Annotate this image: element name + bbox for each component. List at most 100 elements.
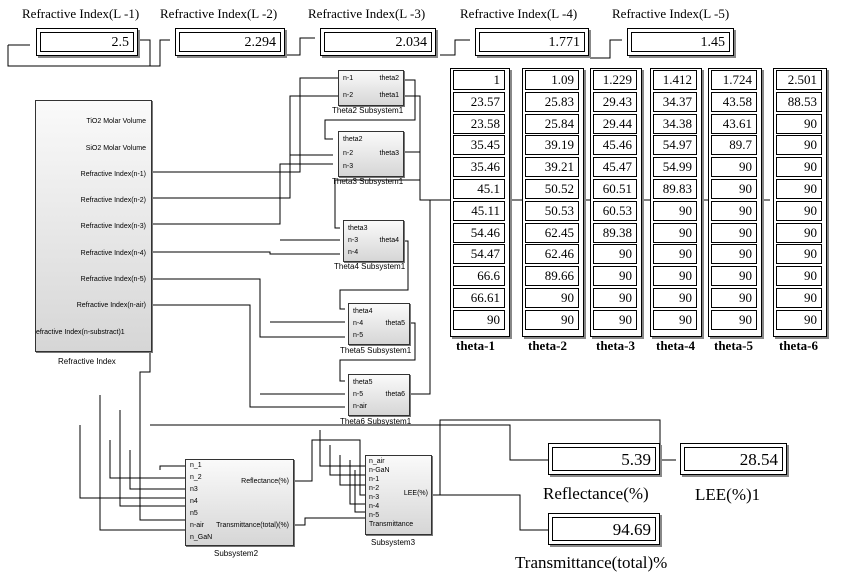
theta-cell: 35.45 <box>453 135 505 156</box>
lee-display: 28.54 <box>680 443 787 475</box>
port-sio2-molar-volume: SiO2 Molar Volume <box>85 145 146 152</box>
theta-cell: 2.501 <box>776 70 822 90</box>
theta-cell: 45.47 <box>593 157 637 178</box>
port-n-air: Refractive Index(n-air) <box>76 302 146 309</box>
port-in: n-1 <box>369 476 380 483</box>
theta-cell: 29.43 <box>593 91 637 112</box>
theta-cell: 62.46 <box>525 244 579 265</box>
theta-cell: 90 <box>593 309 637 330</box>
theta6-caption: Theta6 Subsystem1 <box>340 417 412 426</box>
port-in: theta2 <box>343 136 363 143</box>
reflectance-label: Reflectance(%) <box>543 484 649 503</box>
port-in: theta3 <box>348 225 368 232</box>
reflectance-value: 5.39 <box>552 447 656 471</box>
theta5-caption: Theta5 Subsystem1 <box>340 346 412 355</box>
theta6-subsystem[interactable]: theta5 n-5 n-air theta6 <box>348 374 410 416</box>
port-in: n-air <box>353 403 368 410</box>
theta-cell: 89.7 <box>711 135 757 156</box>
theta-cell: 43.58 <box>711 91 757 112</box>
theta-cell: 90 <box>653 309 697 330</box>
port-in: n-4 <box>369 503 380 510</box>
theta-cell: 62.45 <box>525 222 579 243</box>
theta-cell: 45.1 <box>453 179 505 199</box>
theta-cell: 90 <box>653 200 697 221</box>
subsystem3-block[interactable]: n_air n-GaN n-1 n-2 n-3 n-4 n-5 Transmit… <box>365 455 432 535</box>
theta-column-label: theta-2 <box>528 337 567 353</box>
port-out: theta3 <box>379 150 399 157</box>
theta-column-label: theta-5 <box>714 337 753 353</box>
theta-column-label: theta-3 <box>596 337 635 353</box>
theta-cell: 90 <box>776 135 822 156</box>
theta-cell: 90 <box>653 244 697 265</box>
theta-column-label: theta-6 <box>779 337 818 353</box>
theta3-subsystem[interactable]: theta2 n-2 n-3 theta3 <box>338 131 404 177</box>
theta-cell: 88.53 <box>776 91 822 112</box>
port-out: theta2 <box>379 75 399 82</box>
theta-cell: 90 <box>711 179 757 199</box>
theta-cell: 54.46 <box>453 222 505 243</box>
subsystem3-caption: Subsystem3 <box>371 538 416 547</box>
theta-cell: 1.412 <box>653 70 697 90</box>
theta-cell: 90 <box>776 288 822 308</box>
port-in: n-2 <box>369 485 380 492</box>
port-in: n-air <box>190 522 205 529</box>
port-in: n4 <box>190 498 198 505</box>
theta-cell: 90 <box>593 244 637 265</box>
port-out: Transmittance(total)(%) <box>216 522 289 529</box>
transmittance-label: Transmittance(total)% <box>515 553 668 572</box>
theta-cell: 90 <box>653 222 697 243</box>
port-in: n-2 <box>343 150 354 157</box>
display-l5: 1.45 <box>627 28 734 56</box>
theta-cell: 39.19 <box>525 135 579 156</box>
transmittance-value: 94.69 <box>552 517 656 541</box>
subsystem2-block[interactable]: n_1 n_2 n3 n4 n5 n-air n_GaN Reflectance… <box>185 459 294 546</box>
port-in: n-3 <box>343 163 354 170</box>
theta4-subsystem[interactable]: theta3 n-3 n-4 theta4 <box>343 220 404 262</box>
theta-cell: 89.38 <box>593 222 637 243</box>
display-l4: 1.771 <box>475 28 589 56</box>
theta-cell: 66.6 <box>453 266 505 287</box>
theta2-subsystem[interactable]: n-1 n-2 theta2 theta1 <box>338 70 404 106</box>
theta-cell: 90 <box>776 244 822 265</box>
theta-cell: 90 <box>593 288 637 308</box>
theta-cell: 1.09 <box>525 70 579 90</box>
display-title-l3: Refractive Index(L -3) <box>308 6 426 21</box>
port-out: LEE(%) <box>403 490 428 497</box>
theta-cell: 90 <box>711 200 757 221</box>
port-in: n5 <box>190 510 198 517</box>
refractive-index-caption: Refractive Index <box>58 357 116 366</box>
theta-column-label: theta-4 <box>656 337 695 353</box>
port-n-substrate: efractive Index(n-substract)1 <box>36 329 125 336</box>
port-in: n-1 <box>343 75 354 82</box>
port-in: n-5 <box>369 512 380 519</box>
theta-cell: 54.99 <box>653 157 697 178</box>
theta-cell: 90 <box>711 244 757 265</box>
theta-cell: 90 <box>776 113 822 134</box>
port-out: theta5 <box>385 320 405 327</box>
theta-cell: 90 <box>776 309 822 330</box>
theta4-caption: Theta4 Subsystem1 <box>334 262 406 271</box>
port-out: Reflectance(%) <box>241 478 289 485</box>
theta5-subsystem[interactable]: theta4 n-4 n-5 theta5 <box>348 303 410 345</box>
theta-cell: 89.83 <box>653 179 697 199</box>
port-in: n_air <box>369 458 385 465</box>
port-n3: Refractive Index(n-3) <box>80 223 146 230</box>
theta-cell: 25.84 <box>525 113 579 134</box>
theta-cell: 35.46 <box>453 157 505 178</box>
theta-cell: 54.47 <box>453 244 505 265</box>
theta-cell: 90 <box>711 288 757 308</box>
refractive-index-block[interactable]: TiO2 Molar Volume SiO2 Molar Volume Refr… <box>35 100 152 352</box>
port-in: n_GaN <box>190 534 213 541</box>
theta-cell: 60.53 <box>593 200 637 221</box>
theta-cell: 90 <box>525 309 579 330</box>
theta-cell: 90 <box>776 222 822 243</box>
theta-cell: 23.58 <box>453 113 505 134</box>
port-in: n-2 <box>343 92 354 99</box>
theta-cell: 23.57 <box>453 91 505 112</box>
port-in: Transmittance <box>369 521 414 528</box>
theta-cell: 90 <box>711 222 757 243</box>
theta-cell: 90 <box>653 288 697 308</box>
port-in: n-3 <box>369 494 380 501</box>
display-value-l2: 2.294 <box>179 32 281 52</box>
port-in: theta4 <box>353 308 373 315</box>
